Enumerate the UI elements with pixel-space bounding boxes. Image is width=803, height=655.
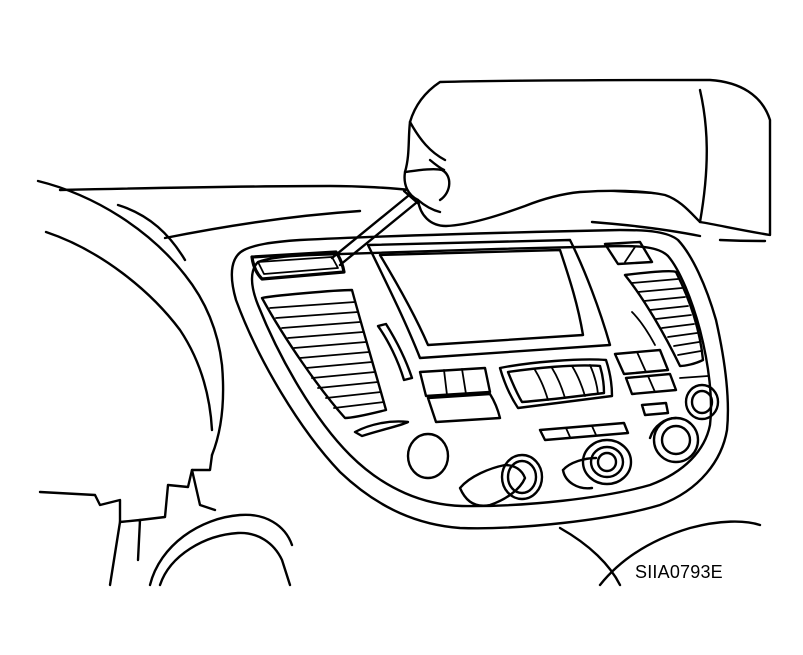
technician-hand xyxy=(403,78,772,237)
steering-wheel xyxy=(36,179,294,587)
trim-panel-clip xyxy=(250,250,346,281)
display-screen xyxy=(366,238,656,382)
left-air-vent xyxy=(260,288,388,420)
figure-code-label: SIIA0793E xyxy=(635,562,723,582)
center-console xyxy=(230,228,762,587)
center-buttons xyxy=(353,348,709,442)
control-knobs xyxy=(406,383,720,507)
right-air-vent xyxy=(603,240,705,368)
